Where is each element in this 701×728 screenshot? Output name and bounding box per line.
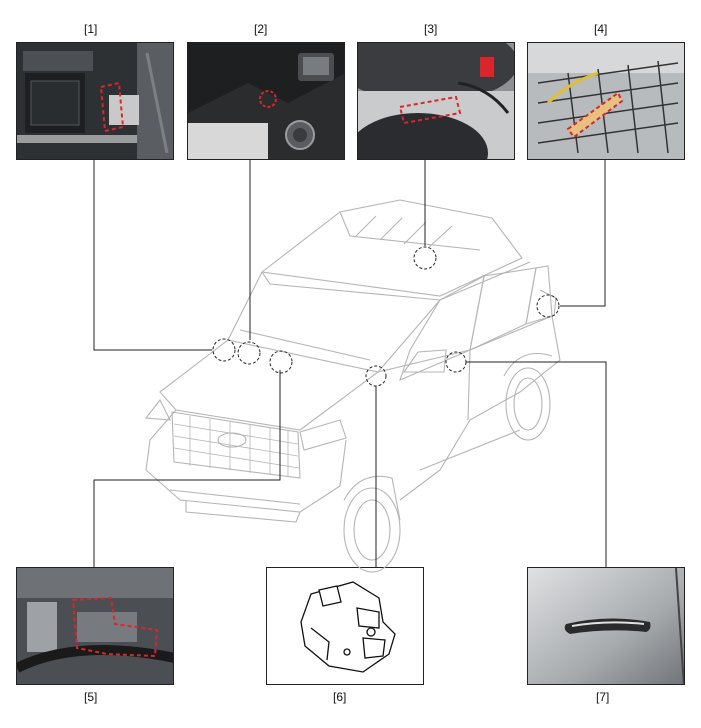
- component-photo-4: [527, 42, 685, 160]
- component-photo-5-image: [17, 568, 173, 684]
- leader-lines: [93, 160, 607, 567]
- component-photo-1: [16, 42, 174, 160]
- component-photo-3: [357, 42, 515, 160]
- dashed-location-circle-6: [365, 365, 387, 387]
- vehicle-line-drawing: [144, 199, 561, 573]
- component-photo-4-image: [528, 43, 684, 159]
- dashed-location-circle-3: [413, 246, 437, 270]
- leader-line-1: [93, 160, 212, 351]
- dashed-location-circle-7: [445, 351, 467, 373]
- dashed-location-circle-5: [269, 350, 293, 374]
- leader-line-7: [466, 361, 607, 567]
- leader-line-5: [93, 370, 281, 567]
- component-photo-7-image: [528, 568, 684, 684]
- callout-label-4: [4]: [594, 22, 608, 36]
- callout-label-7: [7]: [596, 690, 610, 704]
- leader-line-4: [560, 160, 606, 307]
- component-drawing-6-image: [300, 581, 396, 673]
- callout-label-6: [6]: [333, 690, 347, 704]
- callout-label-2: [2]: [254, 22, 268, 36]
- dashed-location-circle-2: [237, 341, 261, 365]
- component-photo-1-image: [17, 43, 173, 159]
- component-photo-7: [527, 567, 685, 685]
- component-drawing-6: [266, 567, 424, 685]
- component-photo-2: [187, 42, 345, 160]
- callout-label-5: [5]: [84, 690, 98, 704]
- callout-label-3: [3]: [424, 22, 438, 36]
- component-photo-5: [16, 567, 174, 685]
- component-photo-2-image: [188, 43, 344, 159]
- dashed-location-circle-1: [212, 338, 236, 362]
- dashed-location-circle-4: [536, 294, 560, 318]
- callout-label-1: [1]: [84, 22, 98, 36]
- component-photo-3-image: [358, 43, 514, 159]
- location-markers: [212, 246, 560, 387]
